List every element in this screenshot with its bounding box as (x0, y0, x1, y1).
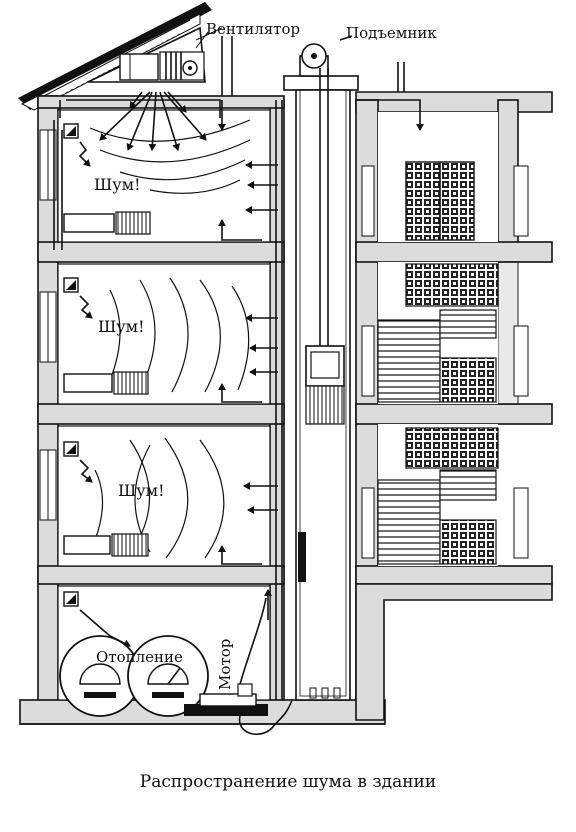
noise-sources (63, 123, 131, 647)
lift-cabin (305, 345, 345, 425)
label-lift: Подъемник (346, 24, 437, 42)
label-noise-floor2: Шум! (98, 317, 145, 336)
left-windows (39, 129, 57, 521)
buffer-springs (309, 687, 341, 699)
roof-pipes (221, 36, 233, 96)
right-wing-structure (355, 91, 553, 721)
leader-lines (195, 31, 209, 49)
label-noise-floor1: Шум! (118, 481, 165, 500)
label-motor: Мотор (216, 639, 234, 690)
ventilator-unit (53, 26, 223, 250)
figure-caption: Распространение шума в здании (139, 772, 437, 792)
lift-shaft (283, 35, 359, 701)
lift-motor-icon (299, 43, 329, 77)
sound-waves-top (89, 119, 251, 194)
motor-unit (184, 589, 293, 736)
boiler-right-icon (127, 635, 209, 717)
label-noise-top: Шум! (94, 175, 141, 194)
label-fan: Вентилятор (206, 20, 300, 38)
radiator-icon (63, 211, 151, 235)
radiator-icon (63, 533, 149, 557)
fan-icon (159, 51, 205, 81)
radiator-icon (63, 371, 149, 395)
ventilation-riser (218, 100, 283, 700)
label-heating: Отопление (96, 648, 183, 666)
right-wing-rooms (356, 62, 499, 566)
radiators (63, 211, 151, 557)
heating-boilers (59, 635, 209, 717)
